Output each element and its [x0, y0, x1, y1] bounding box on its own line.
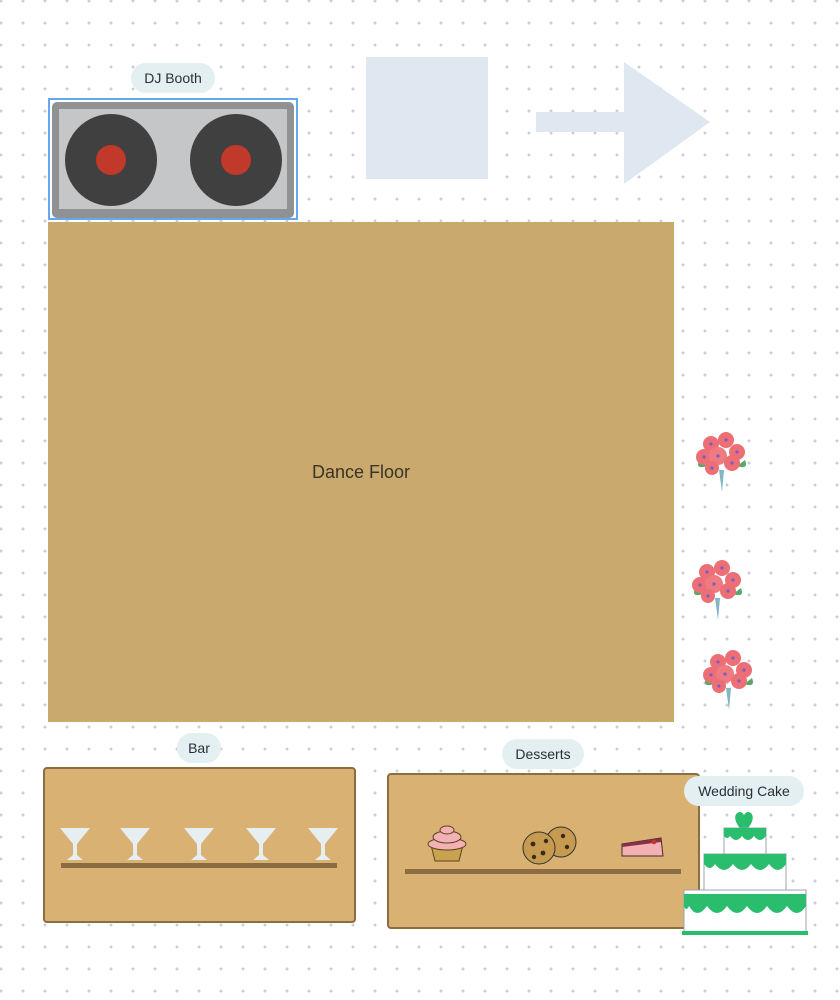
placeholder-square-shape[interactable]	[366, 57, 488, 179]
cookies-icon[interactable]	[519, 826, 581, 866]
flower-bouquet-icon[interactable]	[689, 558, 747, 622]
martini-glass-icon[interactable]	[182, 826, 216, 862]
flower-bouquet-icon[interactable]	[700, 648, 758, 712]
dance-floor-label: Dance Floor	[311, 461, 411, 482]
desserts-shelf	[405, 869, 681, 874]
martini-glass-icon[interactable]	[306, 826, 340, 862]
desserts-label: Desserts	[502, 739, 584, 769]
turntable-icon[interactable]	[50, 100, 296, 218]
wedding-cake-label: Wedding Cake	[684, 776, 804, 806]
martini-glass-icon[interactable]	[244, 826, 278, 862]
dj-booth-label: DJ Booth	[131, 63, 215, 93]
arrow-shape[interactable]	[534, 60, 714, 186]
dance-floor[interactable]: Dance Floor	[48, 222, 674, 722]
bar-label: Bar	[177, 733, 221, 763]
cake-slice-icon[interactable]	[621, 836, 665, 858]
martini-glass-icon[interactable]	[58, 826, 92, 862]
flower-bouquet-icon[interactable]	[693, 430, 751, 494]
dj-booth-selection[interactable]	[48, 98, 298, 220]
bar-shelf	[61, 863, 337, 868]
martini-glass-icon[interactable]	[118, 826, 152, 862]
cupcake-icon[interactable]	[425, 825, 469, 863]
wedding-cake-icon[interactable]	[680, 808, 810, 938]
